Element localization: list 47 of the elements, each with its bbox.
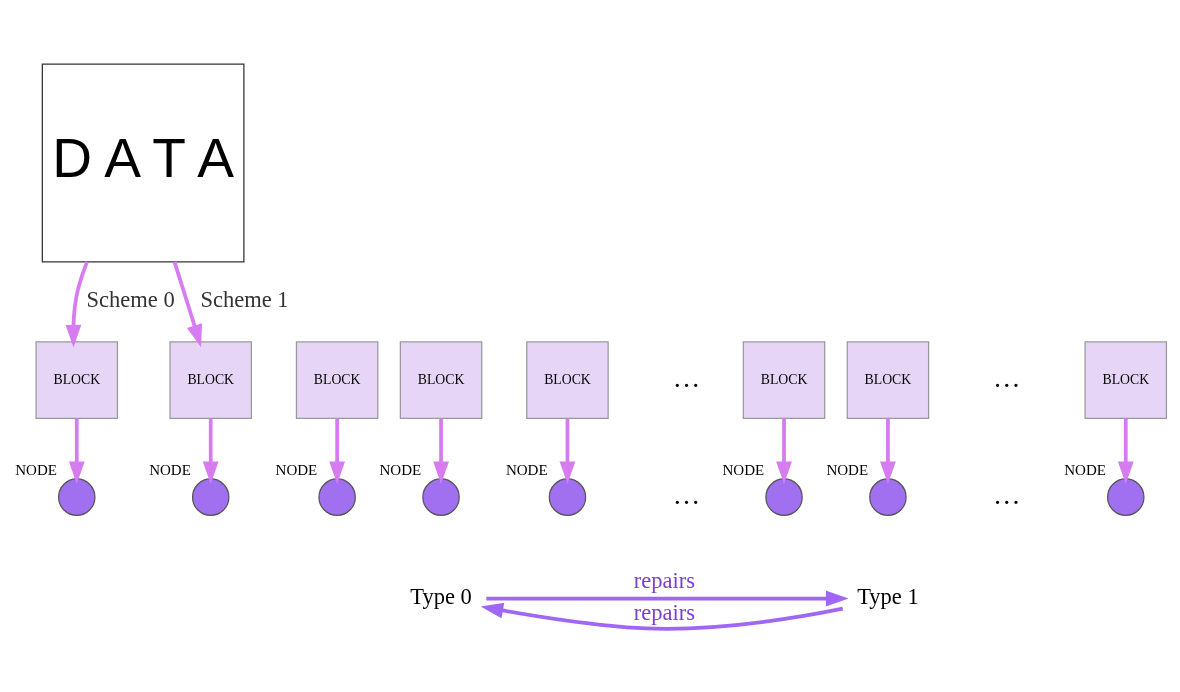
arrow [1117,418,1134,484]
arrow [776,418,792,484]
label: … [672,478,701,510]
node-box: BLOCK [1084,340,1168,419]
arrow [486,590,849,606]
arrow [433,418,449,484]
node-box: BLOCK [35,340,119,419]
node-circle [548,477,587,516]
arrow [480,602,844,631]
node-box: BLOCK [742,340,826,419]
node-label: NODE [149,461,191,478]
node-circle [1107,477,1145,516]
node-box: BLOCK [846,340,930,419]
arrow [329,418,346,484]
node-text: Type 1 [857,583,919,609]
edge-label: Scheme 1 [200,286,289,312]
node-circle [869,477,907,516]
arrow [202,418,219,484]
node-circle [422,477,460,516]
node-circle [58,477,96,516]
node-circle [318,477,356,516]
node-label: NODE [826,461,869,478]
node-box: BLOCK [169,340,252,419]
arrow [172,260,202,347]
node-label: NODE [379,461,422,478]
arrow [880,418,896,484]
node-label: NODE [15,461,57,478]
edge-label: repairs [633,599,696,625]
node-box: BLOCK [399,340,483,419]
arrow [68,418,85,484]
node-label: NODE [1064,461,1106,478]
label: … [993,361,1021,393]
node-box: BLOCK [295,340,379,419]
label: … [993,478,1021,510]
edge-label: Scheme 0 [86,286,175,312]
node-circle [765,477,803,516]
arrow [559,418,576,484]
node-label: NODE [505,461,548,478]
edge-label: repairs [633,567,696,593]
node-text: Type 0 [410,583,472,609]
arrow [65,260,89,347]
label: … [672,361,701,393]
node-circle [191,477,230,516]
node-box: D A T A [41,62,245,262]
node-label: NODE [275,461,318,478]
node-box: BLOCK [526,340,609,419]
node-label: NODE [722,461,765,478]
